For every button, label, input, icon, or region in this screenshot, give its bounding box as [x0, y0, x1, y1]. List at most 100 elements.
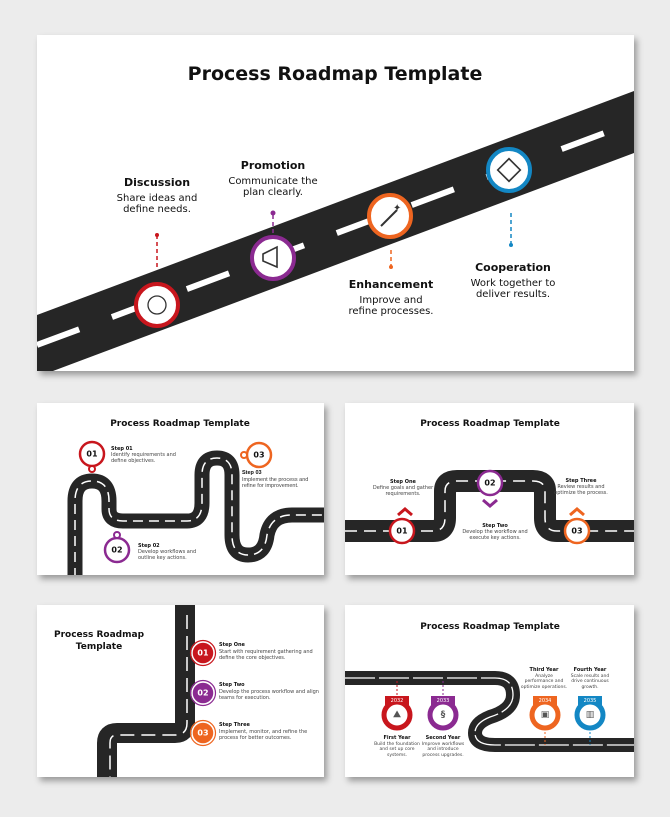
step-desc: and set up core [379, 747, 415, 752]
marker-2034 [529, 696, 561, 731]
year-badge: 2033 [436, 698, 450, 704]
step-title: Promotion [240, 159, 306, 172]
dotted-connectors [156, 213, 512, 267]
year-badge: 2034 [538, 698, 552, 704]
step-number-02: 02 [484, 478, 496, 488]
step-desc: refine processes. [348, 306, 434, 317]
step-desc: Develop the workflow and [462, 529, 528, 535]
flag-mountain-icon: ⛰ [393, 710, 401, 720]
thumbnail-slide-winding[interactable]: Process Roadmap Template 01 02 03 Step 0… [37, 403, 324, 575]
thumbnail-slide-bump[interactable]: Process Roadmap Template 01 02 03 Step O… [345, 403, 634, 575]
step-desc: drive continuous [571, 679, 609, 684]
step-desc: define objectives. [111, 458, 156, 464]
step-desc: define the core objectives. [219, 655, 286, 661]
thumbnail-slide-yearly[interactable]: Process Roadmap Template 2032 2033 2034 … [345, 605, 634, 777]
slide-title-line: Template [75, 642, 123, 652]
step-title: Step Two [219, 682, 245, 688]
page-title: Process Roadmap Template [187, 63, 483, 85]
slide-title-line: Process Roadmap [53, 630, 145, 640]
step-desc: Develop the process workflow and align [219, 688, 319, 695]
step-title: Fourth Year [573, 667, 607, 673]
step-desc: Build the foundation [374, 741, 420, 747]
step-number-03: 03 [571, 526, 583, 536]
step-title: Step Three [219, 722, 250, 728]
road-winding [67, 440, 324, 575]
step-desc: systems. [386, 752, 408, 758]
marker-2033 [427, 696, 459, 731]
step-title: Cooperation [475, 261, 551, 274]
step-title: Discussion [123, 176, 191, 189]
step-desc: execute key actions. [469, 535, 521, 541]
slide-title: Process Roadmap Template [420, 622, 560, 632]
step-number-03: 03 [253, 450, 265, 460]
step-marker-promotion [250, 235, 296, 281]
step-desc: optimize operations. [520, 684, 568, 690]
step-title: Step Three [565, 478, 597, 484]
step-title: Step One [390, 479, 416, 485]
analytics-icon: ▣ [540, 710, 550, 720]
step-desc: teams for execution. [219, 695, 271, 701]
road-diagonal: ✦ [37, 91, 634, 371]
step-number-03: 03 [197, 728, 209, 738]
step-desc: Communicate the [228, 176, 318, 187]
step-desc: Identify requirements and [111, 452, 176, 458]
route-icon: § [440, 710, 446, 720]
step-marker-cooperation [486, 147, 532, 193]
step-desc: optimize the process. [554, 490, 608, 496]
step-desc: Implement, monitor, and refine the [219, 728, 308, 735]
step-desc: Scale results and [570, 673, 610, 679]
step-enhancement: Enhancement Improve and refine processes… [349, 278, 434, 317]
year-badge: 2035 [583, 698, 597, 704]
step-desc: outline key actions. [138, 555, 187, 561]
step-number-01: 01 [396, 526, 408, 536]
step-title: Step One [219, 642, 245, 648]
step-desc: Share ideas and [116, 193, 198, 204]
step-desc: Improve and [359, 295, 423, 306]
step-desc: deliver results. [475, 289, 551, 300]
step-title: Step 03 [242, 470, 262, 476]
step-desc: Work together to [470, 278, 556, 289]
main-slide[interactable]: ✦ Process Roadmap Template Discussion Sh… [37, 35, 634, 371]
step-desc: and introduce [427, 747, 459, 752]
step-number-02: 02 [111, 545, 123, 555]
step-title: Step 02 [138, 543, 160, 549]
step-cooperation: Cooperation Work together to deliver res… [471, 261, 556, 300]
svg-text:✦: ✦ [393, 203, 401, 214]
step-desc: growth. [581, 684, 599, 690]
step-title: Enhancement [348, 278, 434, 291]
step-marker-discussion [134, 282, 180, 328]
road-bump [345, 469, 634, 545]
step-desc: Define goals and gather [372, 485, 434, 491]
step-desc: define needs. [123, 204, 191, 215]
step-desc: Analyze [535, 673, 553, 679]
step-number-01: 01 [86, 449, 98, 459]
marker-2032 [381, 696, 413, 731]
step-desc: Develop workflows and [138, 549, 197, 555]
slide-title: Process Roadmap Template [110, 419, 250, 429]
slide-title: Process Roadmap Template [420, 419, 560, 429]
step-promotion: Promotion Communicate the plan clearly. [228, 159, 317, 198]
step-title: Step 01 [111, 446, 133, 452]
step-desc: Implement the process and [242, 476, 309, 483]
step-desc: Review results and [557, 484, 605, 490]
road-vertical [97, 605, 217, 777]
road-yearly [345, 671, 634, 752]
step-desc: Improve workflows [421, 741, 465, 747]
step-desc: process for better outcomes. [219, 735, 292, 741]
step-desc: requirements. [385, 491, 421, 497]
